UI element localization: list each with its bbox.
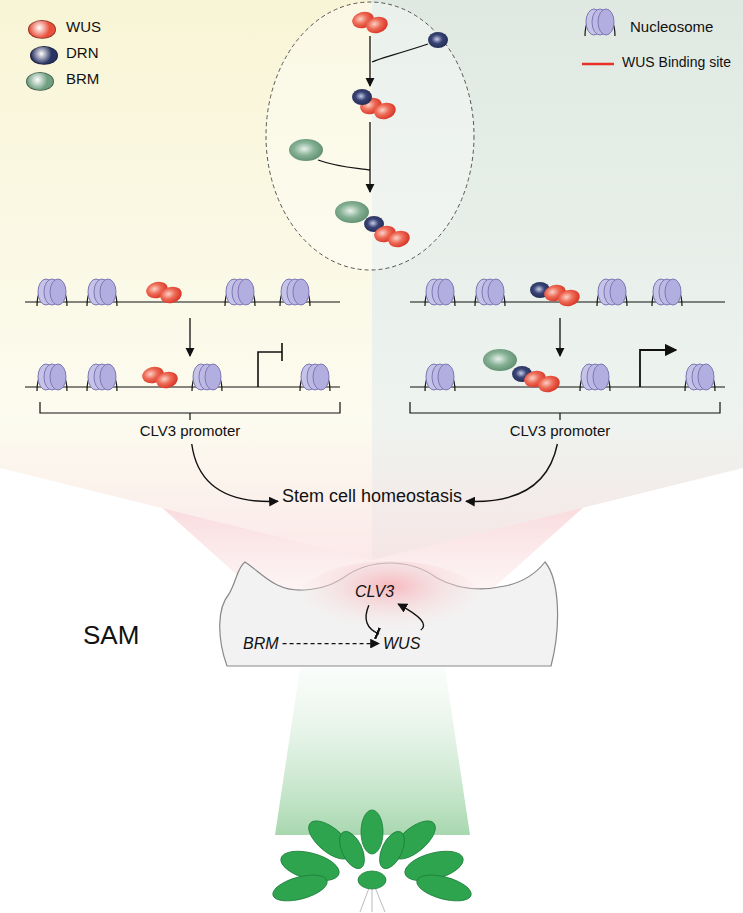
region-label: SAM — [83, 620, 139, 651]
node-label: BRM — [243, 634, 279, 653]
node-label: CLV3 — [355, 582, 394, 601]
meristem-outline — [215, 558, 560, 670]
outcome-label: Stem cell homeostasis — [282, 486, 462, 508]
gene-label: WUS — [383, 634, 420, 653]
gene-label: CLV3 — [355, 582, 394, 601]
plant — [270, 810, 474, 912]
legend-label: Nucleosome — [630, 18, 713, 36]
promoter-label: CLV3 promoter — [510, 422, 611, 440]
node-label: Stem cell homeostasis — [282, 486, 462, 508]
legend-swatch — [30, 46, 58, 65]
gene-label: BRM — [243, 634, 279, 653]
node-label: WUS — [383, 634, 420, 653]
node-label: CLV3 promoter — [140, 422, 241, 440]
legend-label: BRM — [66, 70, 99, 88]
meristem-shape: SAMCLV3BRMWUS — [215, 558, 560, 670]
node-label: CLV3 promoter — [510, 422, 611, 440]
legend-swatch — [28, 20, 56, 39]
legend-label: WUS Binding site — [622, 54, 731, 71]
legend-label: DRN — [66, 44, 99, 62]
arrow-connector — [466, 444, 557, 501]
promoter-label: CLV3 promoter — [140, 422, 241, 440]
legend-swatch — [26, 72, 54, 91]
arrow-connector — [192, 444, 278, 501]
legend-label: WUS — [66, 18, 101, 36]
